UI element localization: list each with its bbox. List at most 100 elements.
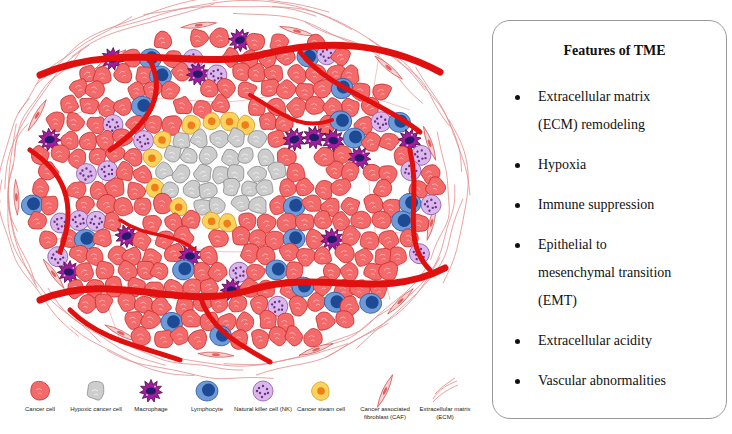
bullet-dot [515,339,520,344]
cell-granule [139,136,142,139]
cell-granule [74,221,77,224]
cell-fold [45,203,51,209]
cell-nucleus [397,297,405,305]
cell-fold [83,139,90,146]
cell-nucleus [174,203,183,212]
cell-fold [320,187,327,194]
cell-fold [253,237,260,243]
cell-fold [215,301,221,307]
cell-granule [337,136,339,138]
cell-body [189,29,210,49]
cell-fold [368,202,375,209]
cell-granule [72,218,75,221]
cell-granule [56,218,59,221]
cell-granule [382,124,384,126]
cell-body [209,27,230,48]
cell-nucleus [202,384,215,397]
cell-body [181,20,217,30]
cancer-cell [39,231,57,250]
cell-fold [198,106,205,112]
cell-granule [280,308,283,311]
cell-granule [107,121,110,124]
cell-body [118,293,136,311]
cell-fold [346,203,353,210]
cell-fold [94,188,101,195]
cell-nucleus [289,135,301,145]
cell-granule [379,126,381,128]
cell-nucleus [193,70,203,78]
cell-fold [139,203,145,209]
cell-fold [347,233,353,239]
cell-fold [148,222,155,228]
cell-fold [431,183,438,190]
cell-granule [210,72,213,75]
blood-vessel [40,45,440,75]
cell-fold [123,268,130,275]
cell-body [25,209,48,232]
cell-fold [284,286,291,292]
cell-body [247,194,269,214]
cell-granule [95,226,98,229]
cell-fold [329,105,336,111]
cell-granule [106,124,109,127]
blood-vessel [30,150,68,252]
cell-fold [121,168,128,175]
cell-granule [236,44,239,47]
cell-fold [64,102,71,109]
cell-granule [93,222,96,225]
cell-fold [253,172,260,178]
legend-label: Cancer associated fibroblast (CAF) [355,406,415,421]
cell-nucleus [234,35,246,45]
cell-nucleus [15,193,18,201]
cell-body [326,161,344,179]
cell-fold [131,188,138,194]
bullet-text: Immune suppression [538,191,654,219]
cell-fold [217,101,224,108]
cell-nucleus [335,113,351,129]
cell-granule [87,175,89,177]
cancer-cell [41,196,59,215]
cell-body [360,232,379,250]
cell-body [304,328,323,346]
cell-body [171,258,196,281]
cell-fold [166,88,173,94]
hypoxic-cell [247,129,268,148]
cell-fold [283,185,290,191]
cell-granule [100,168,103,171]
ecm-fiber [115,7,316,28]
cell-fold [103,202,110,209]
cell-fold [366,238,372,244]
cell-granule [60,225,63,228]
cell-fold [127,253,134,260]
cell-granule [380,115,382,117]
cell-body [333,242,356,265]
cell-body [336,310,354,328]
cell-fold [379,186,386,193]
cell-fold [360,123,367,129]
cell-fold [205,284,212,291]
cell-granule [273,301,276,304]
cell-fold [195,136,202,143]
cancer-cell [371,210,393,231]
cell-nucleus [207,117,216,126]
legend-icons [31,374,458,409]
cell-nucleus [348,130,362,144]
cell-fold [241,319,248,325]
cell-nucleus [223,219,232,228]
cell-granule [81,169,83,171]
bullet-item: Epithelial to mesenchymal transition (EM… [515,231,714,315]
cell-nucleus [289,231,302,244]
cell-nucleus [44,136,55,144]
cell-body [202,111,222,132]
cell-fold [119,70,126,77]
cancer-cell [31,381,50,400]
lymphocyte-cell [359,293,382,314]
cell-granule [89,221,92,224]
cell-fold [160,337,167,343]
cell-fold [336,184,342,190]
cell-fold [318,85,325,91]
cell-granule [258,387,260,389]
cell-granule [45,143,47,145]
hypoxic-cell [267,161,287,180]
cell-nucleus [185,253,195,260]
